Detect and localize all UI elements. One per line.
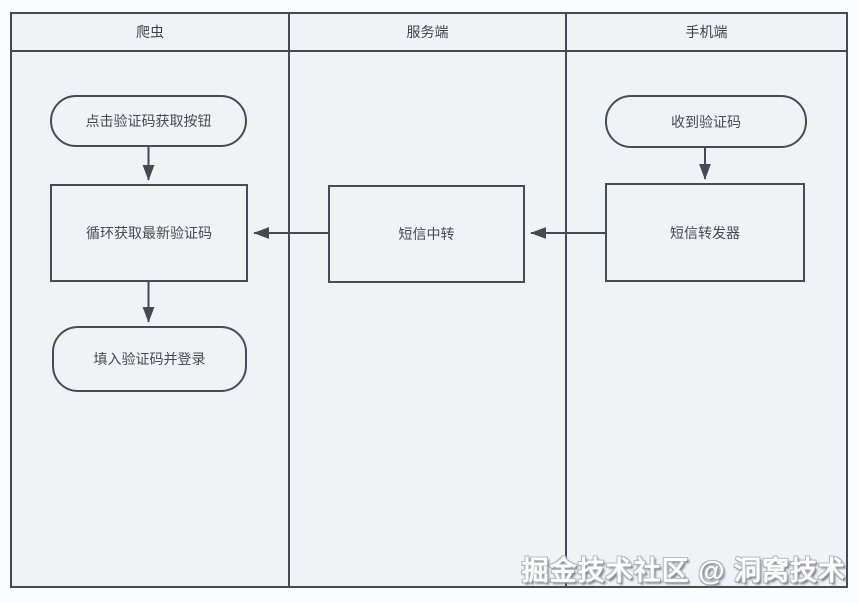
- node-received-code: 收到验证码: [605, 95, 807, 148]
- lane-divider-crawler-server: [288, 14, 290, 586]
- node-sms-relay-label: 短信中转: [398, 226, 455, 242]
- node-sms-forwarder: 短信转发器: [605, 183, 805, 282]
- lane-header-server-label: 服务端: [406, 24, 449, 40]
- header-divider-line: [12, 50, 846, 52]
- lane-header-server: 服务端: [290, 14, 565, 50]
- node-sms-forwarder-label: 短信转发器: [670, 224, 740, 241]
- node-fill-code-login: 填入验证码并登录: [52, 326, 247, 392]
- watermark-text: 掘金技术社区 @ 洞窝技术: [521, 556, 846, 586]
- lane-header-mobile-label: 手机端: [685, 24, 728, 40]
- node-received-code-label: 收到验证码: [671, 113, 741, 130]
- node-fill-code-login-label: 填入验证码并登录: [93, 351, 206, 367]
- swimlane-frame: 爬虫 服务端 手机端 点击验证码获取按钮 循环获取最新验证码 填入验证码并登录 …: [10, 12, 848, 588]
- node-loop-fetch-code: 循环获取最新验证码: [50, 184, 248, 282]
- node-sms-relay: 短信中转: [328, 185, 525, 283]
- lane-divider-server-mobile: [565, 14, 567, 586]
- lane-header-crawler-label: 爬虫: [136, 24, 164, 40]
- node-click-get-code-label: 点击验证码获取按钮: [85, 113, 212, 129]
- lane-header-mobile: 手机端: [567, 14, 846, 50]
- lane-header-crawler: 爬虫: [12, 14, 288, 50]
- node-click-get-code: 点击验证码获取按钮: [50, 95, 247, 147]
- node-loop-fetch-code-label: 循环获取最新验证码: [86, 225, 212, 241]
